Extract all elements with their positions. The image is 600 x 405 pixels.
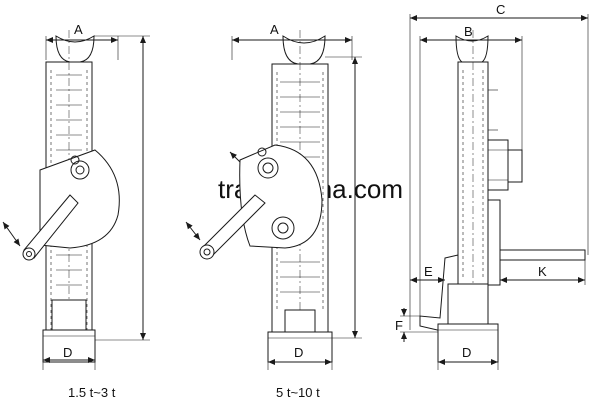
dim-f-label: F (395, 318, 403, 333)
dim-a-middle-label: A (270, 22, 279, 37)
dim-c-label: C (496, 2, 505, 17)
jack-side-view (400, 14, 589, 370)
caption-left: 1.5 t~3 t (68, 385, 116, 400)
dim-d-middle-label: D (294, 345, 303, 360)
caption-middle: 5 t~10 t (276, 385, 320, 400)
dim-d-left-label: D (63, 345, 72, 360)
dim-d-right-label: D (462, 345, 471, 360)
dim-e-label: E (424, 264, 433, 279)
dim-b-label: B (464, 24, 473, 39)
dim-a-left-label: A (74, 22, 83, 37)
dim-k-label: K (538, 264, 547, 279)
jack-large (185, 30, 362, 370)
jack-small (2, 30, 150, 370)
